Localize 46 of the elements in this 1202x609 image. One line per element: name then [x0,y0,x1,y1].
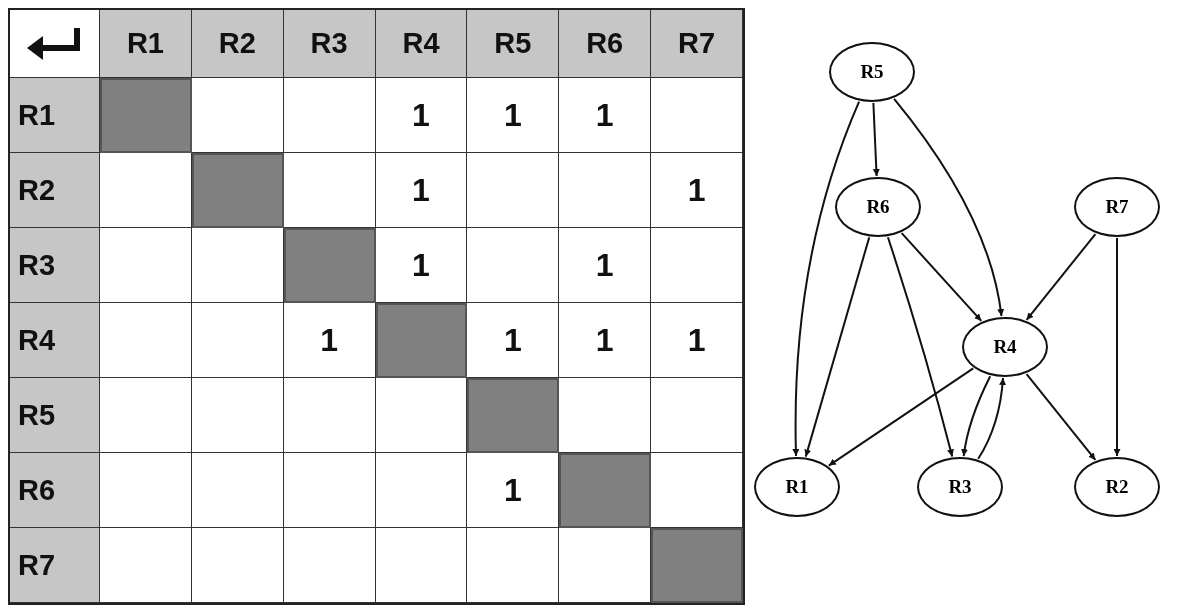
column-header: R6 [559,10,652,78]
row-header: R2 [10,153,100,228]
arrow [1113,237,1121,457]
node-label: R6 [866,196,890,218]
matrix-value: 1 [320,324,339,356]
row-header: R1 [10,78,100,153]
node-label: R3 [948,476,972,498]
arrow [827,367,975,467]
matrix-value: 1 [595,324,614,356]
node-label: R1 [785,476,809,498]
arrow [886,236,954,458]
arrow [893,97,1004,318]
row-header: R4 [10,303,100,378]
matrix-value: 1 [412,99,430,131]
matrix-value: 1 [595,99,614,131]
matrix-value: 1 [687,174,706,206]
row-header: R5 [10,378,100,453]
column-header: R3 [283,10,376,78]
arrow [961,375,992,458]
arrow [804,236,871,458]
matrix-value: 1 [503,474,522,506]
column-header: R1 [100,10,192,78]
arrow [872,102,880,177]
arrow [792,100,861,457]
matrix-value: 1 [412,174,430,206]
row-header: R6 [10,453,100,528]
matrix-value: 1 [503,324,522,356]
arrow [1025,233,1097,321]
graph-node [962,317,1048,377]
matrix-value: 1 [687,324,706,356]
matrix-value: 1 [595,249,614,281]
column-header: R7 [651,10,743,78]
node-label: R4 [993,336,1017,358]
node-label: R7 [1105,196,1129,218]
arrow [900,232,983,322]
matrix-value: 1 [412,249,430,281]
arrow [1025,373,1097,461]
row-header: R7 [10,528,100,603]
column-header: R4 [375,10,468,78]
column-header: R5 [467,10,560,78]
column-header: R2 [191,10,284,78]
arrow [977,376,1006,460]
node-label: R5 [860,61,884,83]
matrix-value: 1 [503,99,522,131]
row-header: R3 [10,228,100,303]
node-label: R2 [1105,476,1129,498]
